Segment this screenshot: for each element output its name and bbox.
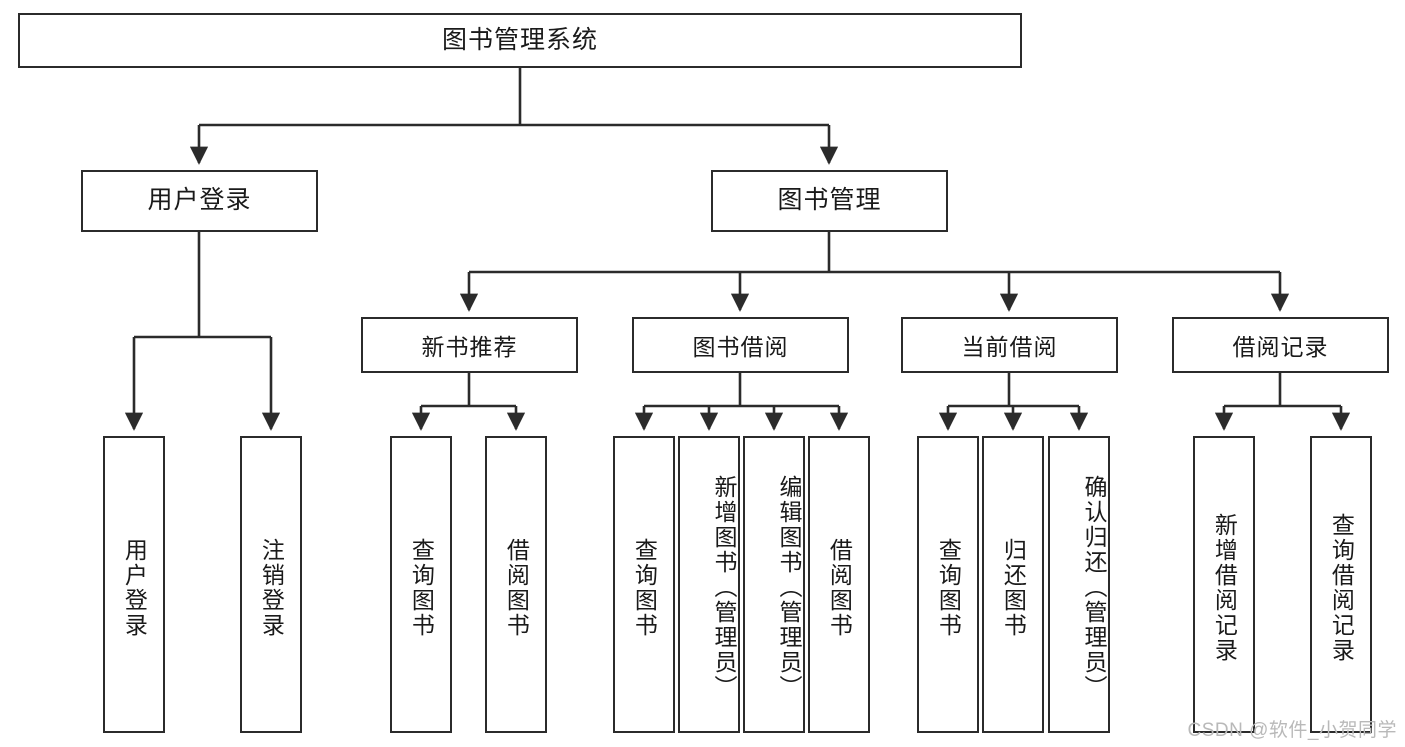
- leaf-label: 注销登录: [258, 537, 285, 638]
- node-root-label: 图书管理系统: [441, 25, 598, 54]
- node-borrow-record[interactable]: 借阅记录: [1172, 317, 1389, 373]
- leaf-confirm-return-admin[interactable]: 确认归还（管理员）: [1048, 436, 1110, 733]
- csdn-watermark: CSDN @软件_小贺同学: [1187, 720, 1397, 741]
- node-new-book-recommend[interactable]: 新书推荐: [361, 317, 578, 373]
- node-book-borrow-label: 图书借阅: [692, 334, 789, 360]
- leaf-label: 确认归还（管理员）: [1081, 475, 1107, 700]
- node-current-borrow[interactable]: 当前借阅: [901, 317, 1118, 373]
- leaf-add-borrow-record[interactable]: 新增借阅记录: [1193, 436, 1255, 733]
- leaf-logout[interactable]: 注销登录: [240, 436, 302, 733]
- leaf-label: 查询借阅记录: [1328, 512, 1355, 663]
- leaf-label: 借阅图书: [826, 537, 853, 638]
- leaf-label: 借阅图书: [503, 537, 530, 638]
- leaf-edit-book-admin[interactable]: 编辑图书（管理员）: [743, 436, 805, 733]
- leaf-label: 新增图书（管理员）: [711, 475, 737, 700]
- leaf-return-book[interactable]: 归还图书: [982, 436, 1044, 733]
- leaf-query-borrow-record[interactable]: 查询借阅记录: [1310, 436, 1372, 733]
- leaf-add-book-admin[interactable]: 新增图书（管理员）: [678, 436, 740, 733]
- node-borrow-record-label: 借阅记录: [1232, 334, 1329, 360]
- leaf-query-book-recommend[interactable]: 查询图书: [390, 436, 452, 733]
- leaf-label: 查询图书: [631, 537, 658, 638]
- node-current-borrow-label: 当前借阅: [961, 334, 1058, 360]
- leaf-label: 编辑图书（管理员）: [776, 475, 802, 700]
- leaf-query-book-borrow[interactable]: 查询图书: [613, 436, 675, 733]
- leaf-user-login[interactable]: 用户登录: [103, 436, 165, 733]
- leaf-label: 用户登录: [121, 537, 148, 638]
- node-book-management[interactable]: 图书管理: [711, 170, 948, 232]
- node-user-login[interactable]: 用户登录: [81, 170, 318, 232]
- leaf-label: 新增借阅记录: [1211, 512, 1238, 663]
- node-user-login-label: 用户登录: [147, 186, 252, 215]
- node-root[interactable]: 图书管理系统: [18, 13, 1022, 68]
- leaf-query-book-current[interactable]: 查询图书: [917, 436, 979, 733]
- leaf-borrow-book[interactable]: 借阅图书: [808, 436, 870, 733]
- node-book-management-label: 图书管理: [777, 186, 882, 215]
- leaf-label: 查询图书: [408, 537, 435, 638]
- leaf-borrow-book-recommend[interactable]: 借阅图书: [485, 436, 547, 733]
- leaf-label: 归还图书: [1000, 537, 1027, 638]
- node-new-book-recommend-label: 新书推荐: [421, 334, 518, 360]
- leaf-label: 查询图书: [935, 537, 962, 638]
- node-book-borrow[interactable]: 图书借阅: [632, 317, 849, 373]
